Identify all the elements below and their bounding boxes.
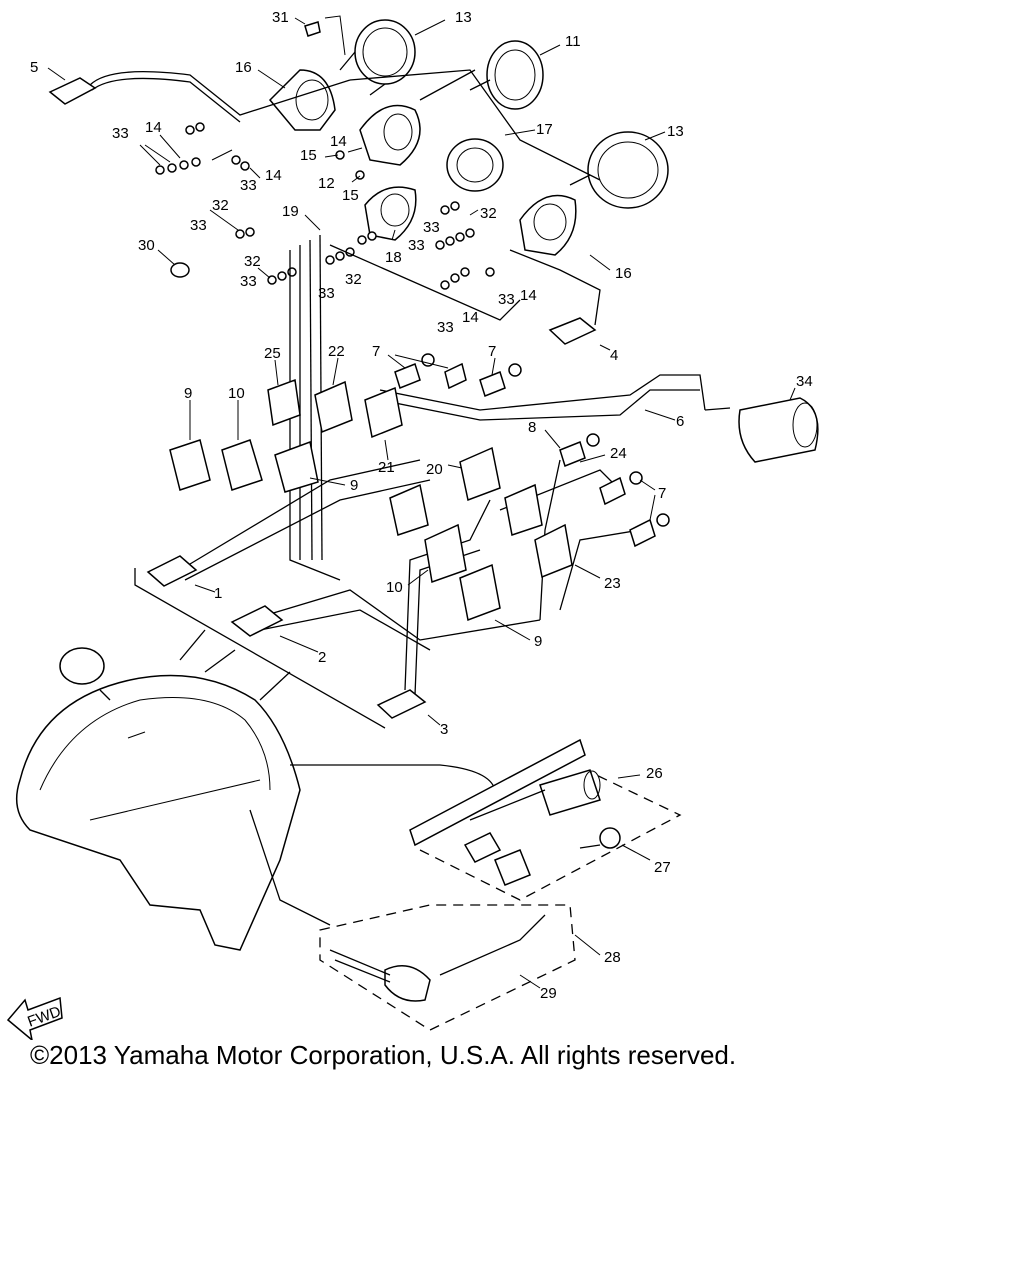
callout-7-b: 7 [488,343,496,360]
svg-text:FWD: FWD [25,1003,63,1031]
switch-10-left [221,439,263,491]
callout-29: 29 [540,985,557,1002]
switch-25 [267,378,301,427]
handle-cover [15,647,301,951]
leader-lines [47,15,796,989]
screw-31 [304,21,321,37]
callout-11: 11 [565,33,581,50]
lanyard-assembly-28 [319,904,576,1031]
callout-33-c: 33 [190,217,207,234]
buzzer-34 [704,397,819,463]
switch-20 [459,446,501,502]
callout-13-right: 13 [667,123,684,140]
nut-washer-group [155,122,495,290]
callout-25: 25 [264,345,281,362]
connector-1 [146,555,198,587]
callout-14-c: 14 [265,167,282,184]
switch-21 [364,386,403,439]
fwd-arrow-icon: FWD [6,996,63,1040]
callout-19: 19 [282,203,299,220]
callout-30: 30 [138,237,155,254]
callout-15-b: 15 [342,187,359,204]
callout-33-d: 33 [240,273,257,290]
switch-10-mid [424,523,467,584]
callout-9-left: 9 [184,385,192,402]
callout-17: 17 [536,121,553,138]
callout-28: 28 [604,949,621,966]
callout-4: 4 [610,347,618,364]
clip-30 [170,262,190,278]
callout-32-c: 32 [345,271,362,288]
callout-14-b: 14 [330,133,347,150]
key-27 [579,827,621,849]
switch-9-bottom [459,563,501,622]
callout-16-top: 16 [235,59,252,76]
copyright-notice: ©2013 Yamaha Motor Corporation, U.S.A. A… [30,1040,737,1070]
switch-9-left [169,439,211,491]
callout-16-right: 16 [615,265,632,282]
switch-panel-26 [409,738,682,901]
callout-27: 27 [654,859,671,876]
meter-11 [469,40,544,110]
callout-10-left: 10 [228,385,245,402]
callout-21: 21 [378,459,395,476]
callout-12: 12 [318,175,335,192]
callout-33-h: 33 [498,291,515,308]
callout-14-a: 14 [145,119,162,136]
callout-8: 8 [528,419,536,436]
callout-3: 3 [440,721,448,738]
meter-17 [446,138,504,192]
callout-7-a: 7 [372,343,380,360]
callout-9-center: 9 [350,477,358,494]
callout-13-top: 13 [455,9,472,26]
connector-8 [559,433,600,467]
callout-14-d: 14 [520,287,537,304]
parts-diagram: FWD [6,9,819,1040]
bracket-16-right [519,194,577,256]
callout-32-a: 32 [212,197,229,214]
callout-26: 26 [646,765,663,782]
switch-9-center [274,440,319,493]
callout-14-e: 14 [462,309,479,326]
connector-7-group [394,353,670,548]
callout-1: 1 [214,585,222,602]
switch-9-mid [389,483,429,536]
bracket-12 [359,104,421,166]
callout-32-b: 32 [244,253,261,270]
switch-24 [504,483,543,536]
callout-33-b: 33 [240,177,257,194]
callout-33-i: 33 [437,319,454,336]
callout-33-f: 33 [423,219,440,236]
bracket-16-left [268,69,336,131]
callout-33-e: 33 [318,285,335,302]
callout-33-a: 33 [112,125,129,142]
callout-33-g: 33 [408,237,425,254]
connector-4 [509,249,601,345]
meter-13-top [339,19,416,96]
callout-15-a: 15 [300,147,317,164]
connector-2 [230,605,284,637]
meter-13-right [569,131,669,209]
callout-10-mid: 10 [386,579,403,596]
harness-outline [134,568,386,729]
callout-2: 2 [318,649,326,666]
callout-20: 20 [426,461,443,478]
callout-9-bottom: 9 [534,633,542,650]
callout-24: 24 [610,445,627,462]
callout-32-d: 32 [480,205,497,222]
connector-5 [48,71,351,123]
connector-3 [376,689,427,719]
switch-23 [534,523,573,579]
callout-22: 22 [328,343,345,360]
callout-18: 18 [385,249,402,266]
callout-23: 23 [604,575,621,592]
callout-labels: 31 13 11 5 16 33 14 14 15 12 33 14 17 13… [30,9,813,1002]
callout-6: 6 [676,413,684,430]
callout-34: 34 [796,373,813,390]
callout-5: 5 [30,59,38,76]
callout-31: 31 [272,9,289,26]
callout-7-c: 7 [658,485,666,502]
bracket-18 [364,186,417,241]
switch-22 [314,380,353,434]
